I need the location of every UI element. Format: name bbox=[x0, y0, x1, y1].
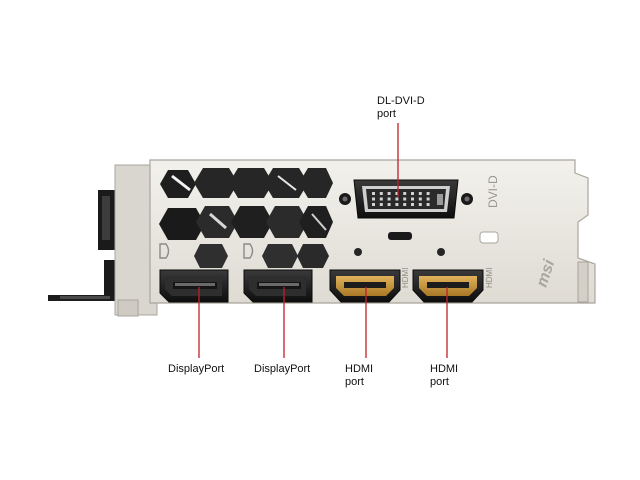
dvi-pin bbox=[426, 203, 430, 206]
dvi-port-label: DL-DVI-D port bbox=[377, 95, 425, 120]
dvi-pin bbox=[426, 192, 430, 195]
port-indicator-dots bbox=[354, 248, 445, 256]
hdmi-marking-right: HDMI bbox=[485, 268, 494, 288]
dvi-pin bbox=[426, 197, 430, 201]
dvi-pin bbox=[411, 203, 414, 206]
hdmi-1-label: HDMI port bbox=[345, 363, 374, 388]
dvi-pin bbox=[403, 192, 407, 195]
displayport-1-port bbox=[159, 269, 229, 303]
dvi-pin bbox=[395, 192, 399, 195]
dvi-pin bbox=[372, 192, 375, 195]
dvi-pin bbox=[387, 203, 391, 206]
dvi-pin bbox=[411, 192, 414, 195]
dvi-pin bbox=[403, 203, 407, 206]
hdmi-marking-left: HDMI bbox=[401, 268, 410, 288]
dvi-pin bbox=[387, 192, 391, 195]
dvi-pin bbox=[372, 197, 375, 201]
dvi-pin bbox=[379, 192, 383, 195]
dvi-pin bbox=[395, 203, 399, 206]
dvi-pin bbox=[403, 197, 407, 201]
pcb-edge bbox=[48, 295, 124, 301]
displayport-2-port bbox=[243, 269, 313, 303]
dvi-pin bbox=[372, 203, 375, 206]
dvi-pin bbox=[395, 197, 399, 201]
dvi-pin bbox=[418, 203, 422, 206]
dvi-pin bbox=[411, 197, 414, 201]
hdmi-2-label: HDMI port bbox=[430, 363, 459, 388]
dvi-pin-grid bbox=[372, 192, 430, 206]
dvi-pin bbox=[418, 192, 422, 195]
callout-lines bbox=[198, 123, 448, 358]
dvi-pin bbox=[379, 203, 383, 206]
dvi-d-marking: DVI-D bbox=[486, 175, 500, 208]
hex-vent-grille bbox=[159, 168, 333, 268]
displayport-1-label: DisplayPort bbox=[168, 363, 225, 375]
dvi-pin bbox=[387, 197, 391, 201]
displayport-2-label: DisplayPort bbox=[254, 363, 311, 375]
bracket-hole bbox=[479, 231, 499, 244]
hdmi-1-port bbox=[329, 269, 401, 303]
displayport-logo-marks bbox=[159, 243, 254, 259]
bracket-slot bbox=[388, 232, 412, 240]
dvi-pin bbox=[379, 197, 383, 201]
hdmi-2-port bbox=[412, 269, 484, 303]
dvi-pin bbox=[418, 197, 422, 201]
bracket-edge-detail bbox=[577, 261, 589, 303]
